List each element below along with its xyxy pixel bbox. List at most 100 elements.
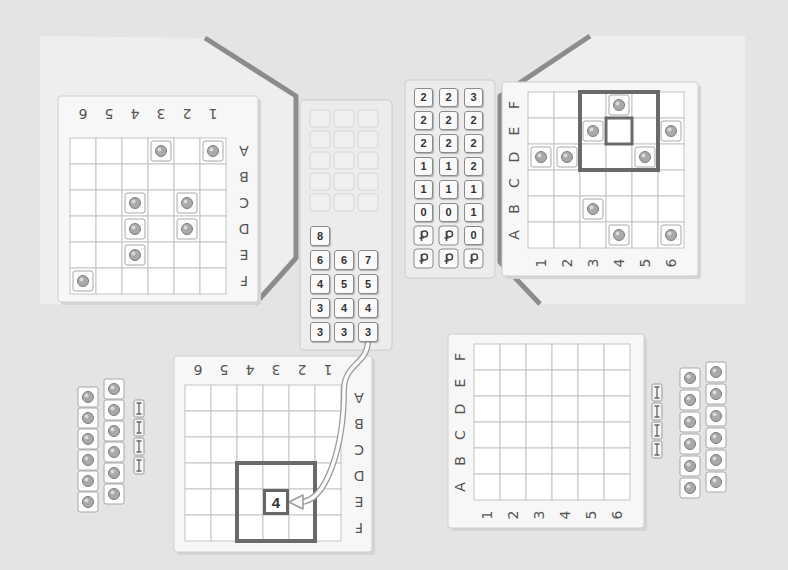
tile-number: 2	[470, 138, 476, 149]
peg-highlight	[590, 128, 594, 132]
tile-number: 2	[420, 92, 426, 103]
peg-square	[104, 442, 124, 462]
faded-tile	[358, 194, 378, 211]
marker-tile	[652, 441, 662, 458]
board-cell	[185, 437, 211, 463]
number-tile: 2	[439, 111, 458, 130]
peg-square	[706, 406, 726, 426]
peg-square	[583, 121, 603, 141]
board-cell	[580, 196, 606, 222]
peg-square	[151, 141, 171, 161]
tile-number: 4	[272, 495, 280, 510]
tile-number: 6	[317, 255, 323, 266]
peg	[614, 100, 625, 111]
board-cell	[606, 170, 632, 196]
board-cell	[632, 92, 658, 118]
peg	[130, 198, 141, 209]
number-tile: 2	[464, 111, 483, 130]
tile-number: 0	[470, 230, 476, 241]
grid-coordinate: 3	[532, 511, 546, 520]
peg-square	[78, 408, 98, 428]
marker-tile	[652, 422, 662, 439]
marker-glyph	[655, 387, 660, 398]
peg-square	[78, 492, 98, 512]
number-tile: 2	[414, 88, 433, 107]
peg-square	[706, 428, 726, 448]
number-tile: 2	[464, 157, 483, 176]
tile-number: 6	[341, 255, 347, 266]
board-cell	[604, 422, 630, 448]
peg	[666, 126, 677, 137]
peg-highlight	[85, 394, 89, 398]
board-cell	[606, 222, 632, 248]
peg-highlight	[85, 436, 89, 440]
faded-tile	[334, 173, 354, 190]
peg-highlight	[668, 128, 672, 132]
board-cell	[237, 463, 263, 489]
grid-coordinate: E	[507, 127, 521, 136]
symbol-glyph	[422, 254, 428, 260]
board-cell	[200, 138, 226, 164]
board-cell	[500, 396, 526, 422]
tile-number: 0	[420, 207, 426, 218]
peg-highlight	[85, 478, 89, 482]
peg	[614, 230, 625, 241]
marker-glyph	[137, 403, 142, 414]
peg	[83, 434, 94, 445]
peg-highlight	[713, 457, 717, 461]
grid-coordinate: 3	[586, 259, 600, 268]
peg-highlight	[564, 154, 568, 158]
board-cell	[606, 144, 632, 170]
grid-coordinate: E	[453, 379, 467, 388]
board-cell	[315, 385, 341, 411]
board-cell	[500, 344, 526, 370]
board-cell	[70, 216, 96, 242]
tile-number: 2	[445, 92, 451, 103]
board-cell	[237, 437, 263, 463]
tile-number: 7	[365, 255, 371, 266]
grid-coordinate: 2	[560, 259, 574, 268]
board-cell	[604, 344, 630, 370]
highlight-cell	[606, 118, 632, 144]
arrow-head	[289, 495, 303, 509]
grid-coordinate: D	[239, 222, 250, 236]
tile-number: 2	[420, 138, 426, 149]
board-cell	[96, 242, 122, 268]
board-cell	[500, 448, 526, 474]
highlight-frame	[237, 463, 315, 541]
grid-coordinate: 5	[584, 511, 598, 520]
marker-tile	[134, 400, 144, 417]
marker-glyph	[655, 425, 660, 436]
highlight-frame	[580, 92, 658, 170]
peg-square	[661, 225, 681, 245]
peg	[83, 497, 94, 508]
peg-highlight	[111, 386, 115, 390]
board-cell	[70, 190, 96, 216]
peg	[685, 395, 696, 406]
faded-tile	[310, 110, 330, 127]
peg-square	[125, 245, 145, 265]
board-cell	[148, 138, 174, 164]
board-cell	[578, 448, 604, 474]
symbol-glyph	[445, 231, 449, 241]
board-cell	[174, 164, 200, 190]
peg-square	[609, 95, 629, 115]
symbol-tile	[464, 249, 483, 268]
number-tile: 6	[310, 250, 330, 270]
board-cell	[211, 385, 237, 411]
board-cell	[578, 344, 604, 370]
board-cell	[552, 396, 578, 422]
board-cell	[474, 370, 500, 396]
peg	[711, 455, 722, 466]
grid-coordinate: B	[239, 170, 249, 184]
peg	[208, 146, 219, 157]
peg-square	[177, 193, 197, 213]
board-cell	[122, 164, 148, 190]
tile-number: 3	[317, 327, 323, 338]
peg-highlight	[85, 415, 89, 419]
grid-coordinate: 4	[131, 107, 140, 121]
grid-coordinate: 4	[246, 363, 255, 377]
grid-coordinate: D	[507, 152, 521, 163]
peg-highlight	[538, 154, 542, 158]
